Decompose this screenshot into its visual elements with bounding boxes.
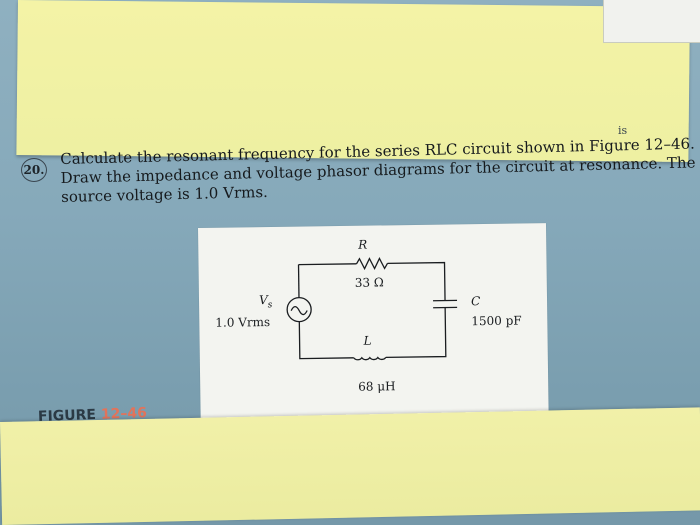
resistor-value: 33 Ω (354, 275, 384, 290)
margin-fragment-top: is (618, 124, 628, 137)
problem-number: 20. (21, 158, 47, 182)
wire-top-left (298, 263, 357, 266)
wire-top-right (387, 261, 446, 301)
source-label: Vs (258, 293, 273, 311)
resistor-label: R (358, 237, 368, 252)
source-value: 1.0 Vrms (215, 315, 271, 330)
wire-bottom-left (298, 321, 354, 360)
sine-icon (290, 306, 308, 316)
ac-source-symbol (286, 296, 312, 323)
inductor-symbol (353, 356, 387, 361)
resistor-symbol (355, 257, 389, 271)
source-subscript: s (267, 300, 273, 311)
capacitor-label: C (470, 294, 481, 309)
rlc-circuit-diagram (286, 257, 458, 361)
paper-corner (603, 0, 700, 43)
circuit-figure: R 33 Ω Vs 1.0 Vrms C 1500 pF L 68 μH (198, 223, 549, 420)
sticky-note-bottom (0, 407, 700, 525)
wire-bottom-right (385, 307, 447, 359)
inductor-value: 68 μH (358, 379, 396, 394)
inductor-label: L (363, 333, 372, 348)
capacitor-value: 1500 pF (471, 313, 522, 329)
